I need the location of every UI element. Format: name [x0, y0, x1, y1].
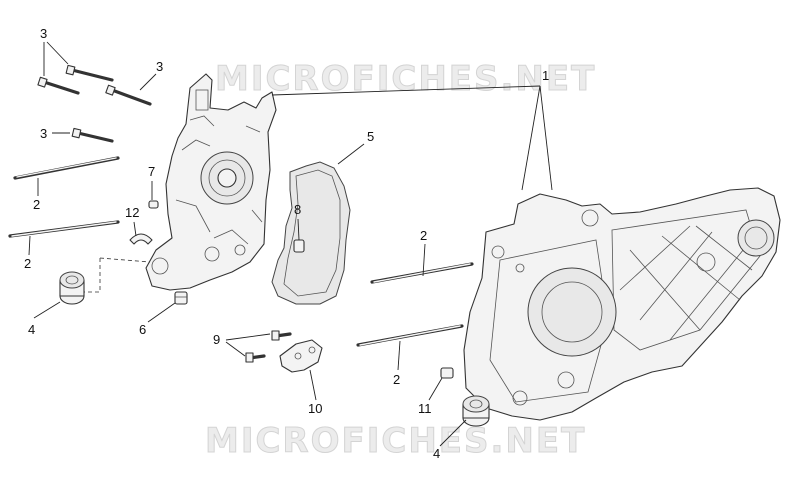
bearing-shell-12: [129, 233, 153, 245]
callouts: 3 3 3 2 2 4 7 12 6 5 8 9 10 1 2 2 11 4: [24, 26, 549, 461]
dowel-pin-7: [148, 200, 159, 209]
bolt-3-upper-left: [37, 76, 80, 95]
oil-seal-4-right: [462, 395, 490, 427]
callout-2-right-upper: 2: [420, 228, 427, 243]
callout-9: 9: [213, 332, 220, 347]
plug-6: [174, 291, 188, 305]
screw-9-lower: [245, 352, 266, 363]
callout-5: 5: [367, 129, 374, 144]
watermark-bottom: MICROFICHES.NET: [205, 421, 586, 461]
callout-1: 1: [542, 68, 549, 83]
callout-11: 11: [418, 401, 432, 416]
dowel-pin-11: [440, 367, 454, 379]
callout-2-left-upper: 2: [33, 197, 40, 212]
callout-12: 12: [125, 205, 139, 220]
callout-2-left-lower: 2: [24, 256, 31, 271]
oil-seal-4-left: [59, 271, 85, 305]
callout-7: 7: [148, 164, 155, 179]
callout-3-right: 3: [156, 59, 163, 74]
bolt-3-single: [71, 127, 114, 143]
stud-2-left-lower: [8, 220, 120, 238]
callout-2-right-lower: 2: [393, 372, 400, 387]
left-crankcase-half: [145, 73, 277, 291]
callout-4-left: 4: [28, 322, 35, 337]
dowel-pin-8: [293, 239, 305, 253]
callout-6: 6: [139, 322, 146, 337]
callout-8: 8: [294, 202, 301, 217]
bolt-3-upper-middle: [65, 64, 114, 82]
callout-3-top: 3: [40, 26, 47, 41]
stud-2-right-upper: [370, 262, 474, 284]
callout-10: 10: [308, 401, 322, 416]
callout-3-middle: 3: [40, 126, 47, 141]
gasket-5: [271, 161, 351, 305]
right-crankcase-half: [463, 187, 781, 421]
stud-2-right-lower: [356, 324, 464, 347]
stud-2-left-upper: [13, 156, 120, 180]
callout-4-right: 4: [433, 446, 440, 461]
leader-lines: [28, 41, 553, 447]
bracket-10: [279, 339, 323, 373]
screw-9-upper: [271, 330, 292, 341]
bolt-3-upper-right: [105, 84, 152, 106]
watermark-top: MICROFICHES.NET: [215, 59, 596, 99]
